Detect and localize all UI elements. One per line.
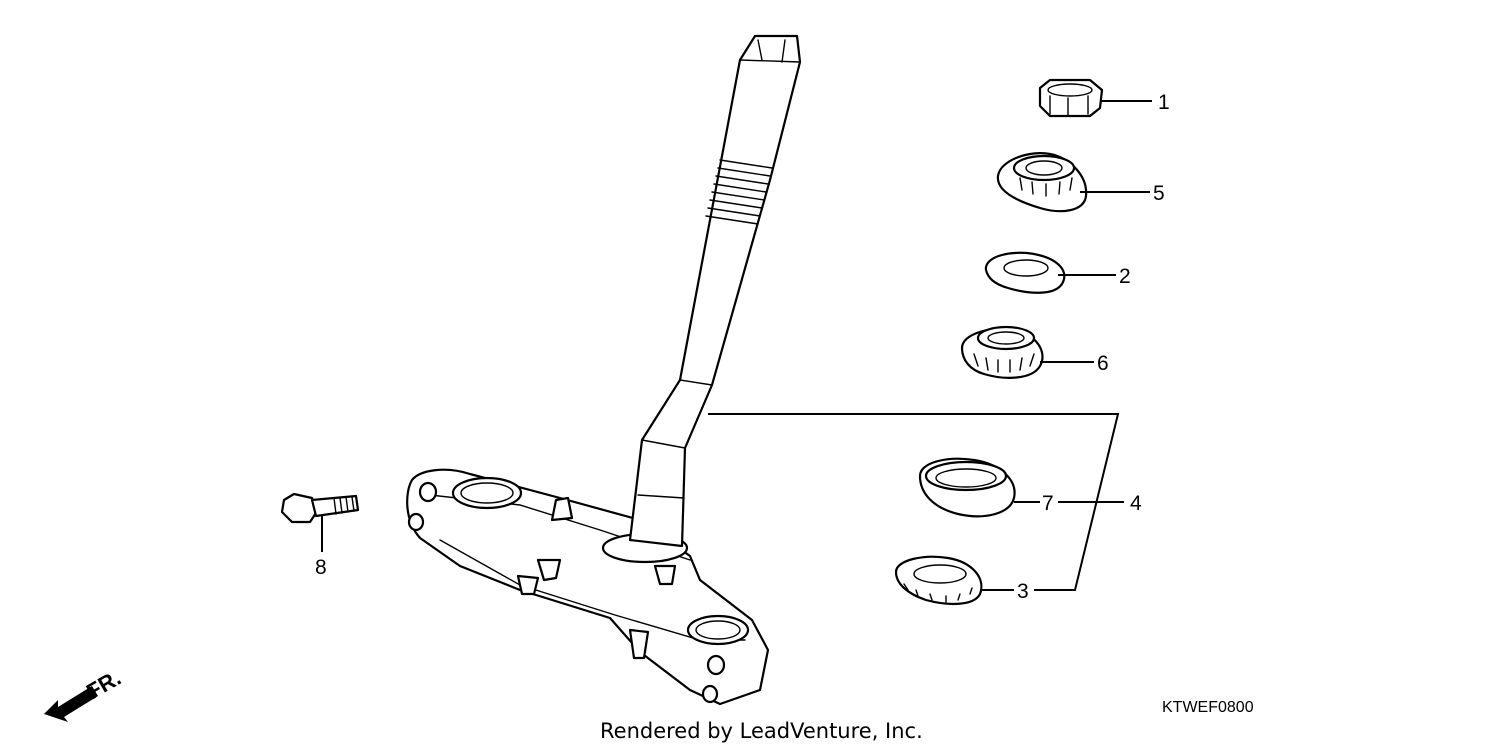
upper-cone-race[interactable] <box>984 251 1066 294</box>
front-arrow-icon <box>44 686 98 722</box>
diagram-code: KTWEF0800 <box>1162 699 1254 716</box>
callout-1[interactable]: 1 <box>1158 91 1170 114</box>
credit-text: Rendered by LeadVenture, Inc. <box>600 719 923 743</box>
lower-bearing[interactable] <box>960 325 1044 379</box>
callout-2[interactable]: 2 <box>1119 265 1131 288</box>
bolt[interactable] <box>280 492 360 524</box>
steering-stem[interactable] <box>406 34 802 706</box>
callout-8[interactable]: 8 <box>315 556 327 579</box>
callout-3[interactable]: 3 <box>1017 580 1029 603</box>
dust-seal[interactable] <box>918 457 1016 518</box>
lock-nut[interactable] <box>1038 78 1104 118</box>
leader-lines <box>321 100 1152 591</box>
lower-race[interactable] <box>894 555 983 606</box>
front-direction-indicator: FR. <box>44 665 125 722</box>
callout-6[interactable]: 6 <box>1097 352 1109 375</box>
callout-4[interactable]: 4 <box>1130 492 1142 515</box>
callout-7[interactable]: 7 <box>1042 492 1054 515</box>
callout-5[interactable]: 5 <box>1153 182 1165 205</box>
upper-bearing-race[interactable] <box>996 152 1088 213</box>
callout-labels: 1 5 2 6 7 4 3 8 <box>315 91 1170 603</box>
